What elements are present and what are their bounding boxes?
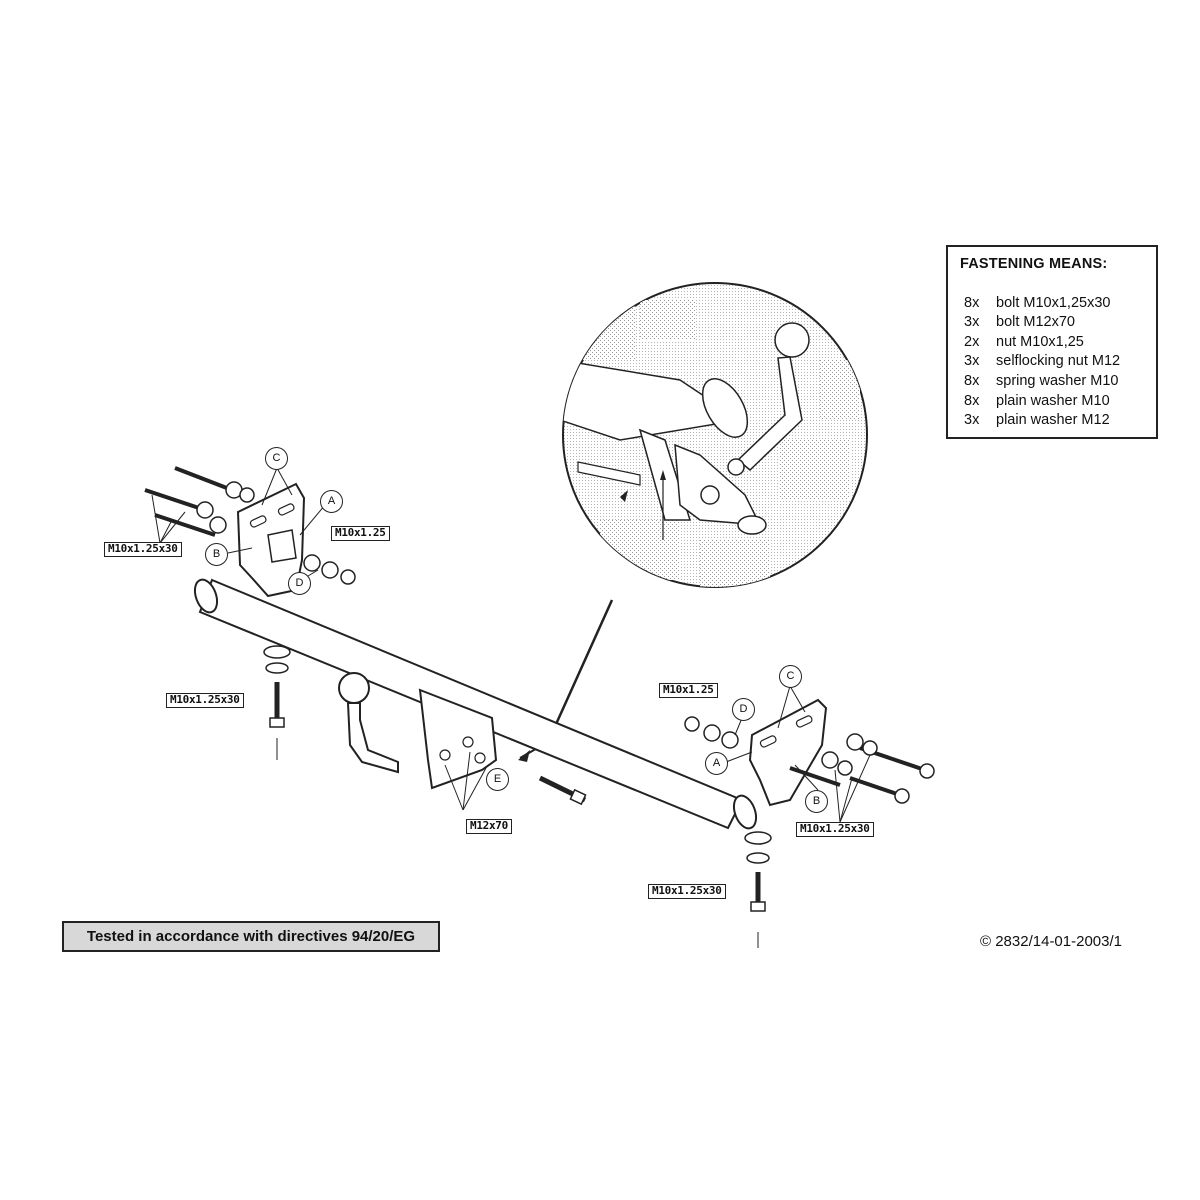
callout-bolt-left-bottom: M10x1.25x30 xyxy=(166,693,244,708)
legend-qty: 3x xyxy=(964,353,980,370)
callout-bolt-left-top: M10x1.25x30 xyxy=(104,542,182,557)
legend-qty: 3x xyxy=(964,412,980,429)
legend-title: FASTENING MEANS: xyxy=(960,256,1108,272)
marker-e: E xyxy=(486,768,509,791)
legend-desc: selflocking nut M12 xyxy=(996,353,1121,370)
marker-d-right: D xyxy=(732,698,755,721)
marker-b-right: B xyxy=(805,790,828,813)
callout-bolt-right-bottom: M10x1.25x30 xyxy=(648,884,726,899)
marker-b-left: B xyxy=(205,543,228,566)
marker-d-left: D xyxy=(288,572,311,595)
legend-desc: plain washer M10 xyxy=(996,392,1110,409)
legend-qty: 8x xyxy=(964,294,980,311)
left-bracket xyxy=(144,466,356,760)
legend-row: 8x bolt M10x1,25x30 xyxy=(960,294,1146,314)
callout-bolt-center: M12x70 xyxy=(466,819,512,834)
legend-row: 8x spring washer M10 xyxy=(960,372,1146,392)
fastening-means-legend: FASTENING MEANS: 8x bolt M10x1,25x30 3x bo… xyxy=(946,245,1158,439)
copyright-note: © 2832/14-01-2003/1 xyxy=(980,933,1122,950)
legend-row: 3x bolt M12x70 xyxy=(960,313,1146,333)
legend-desc: bolt M10x1,25x30 xyxy=(996,294,1111,311)
marker-c-left: C xyxy=(265,447,288,470)
legend-qty: 8x xyxy=(964,372,980,389)
legend-row: 2x nut M10x1,25 xyxy=(960,333,1146,353)
callout-nut-right: M10x1.25 xyxy=(659,683,718,698)
directive-stamp: Tested in accordance with directives 94/… xyxy=(62,921,440,952)
right-bracket xyxy=(684,685,935,948)
legend-qty: 3x xyxy=(964,314,980,331)
legend-desc: plain washer M12 xyxy=(996,412,1110,429)
crossbar-tube xyxy=(193,578,758,830)
tow-ball-assembly xyxy=(338,672,587,811)
marker-a-right: A xyxy=(705,752,728,775)
callout-nut-left: M10x1.25 xyxy=(331,526,390,541)
legend-row: 8x plain washer M10 xyxy=(960,392,1146,412)
marker-a-left: A xyxy=(320,490,343,513)
legend-qty: 8x xyxy=(964,392,980,409)
legend-desc: bolt M12x70 xyxy=(996,314,1075,331)
legend-desc: nut M10x1,25 xyxy=(996,333,1084,350)
legend-row: 3x selflocking nut M12 xyxy=(960,352,1146,372)
detail-zoom-view xyxy=(562,282,868,588)
legend-desc: spring washer M10 xyxy=(996,372,1119,389)
legend-row: 3x plain washer M12 xyxy=(960,411,1146,431)
callout-bolt-right-side: M10x1.25x30 xyxy=(796,822,874,837)
marker-c-right: C xyxy=(779,665,802,688)
legend-qty: 2x xyxy=(964,333,980,350)
